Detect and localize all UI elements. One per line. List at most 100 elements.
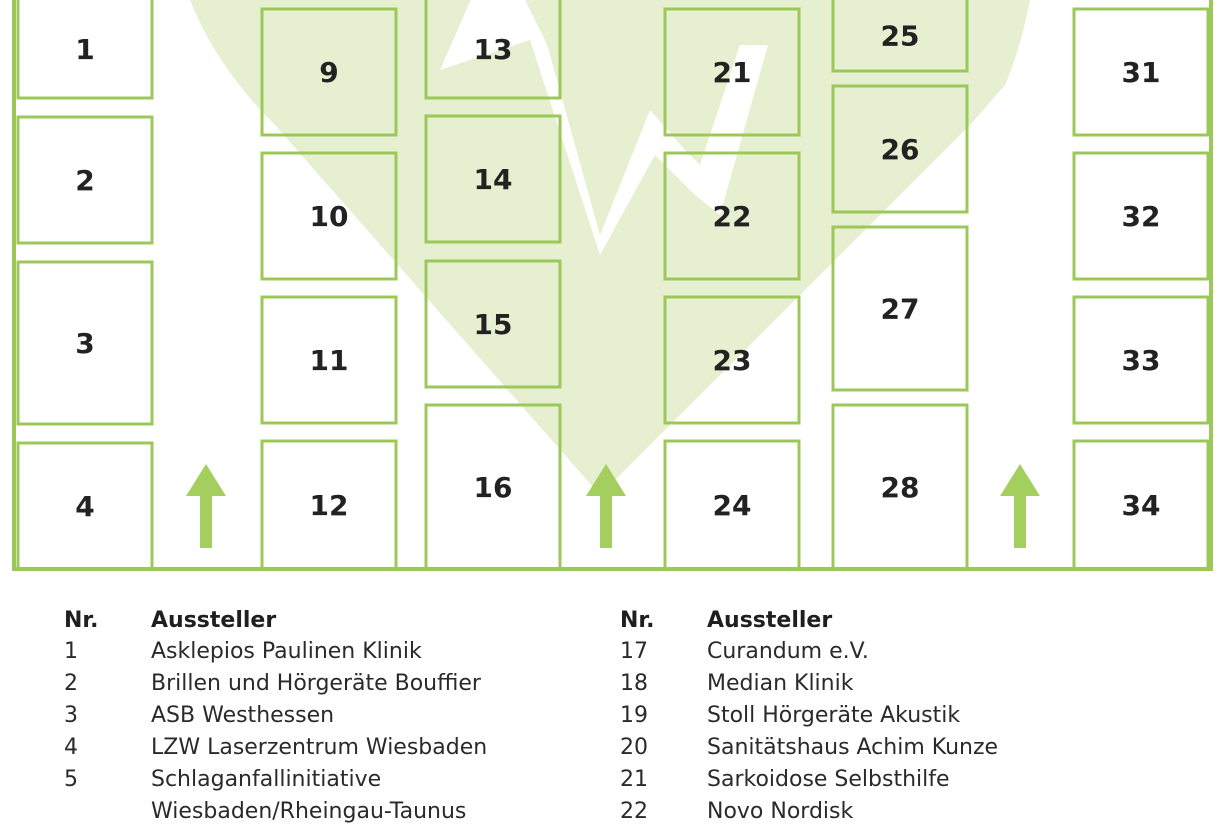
legend-row: 1 Asklepios Paulinen Klinik bbox=[64, 636, 487, 668]
booth-number: 27 bbox=[881, 293, 920, 326]
legend-row: 20 Sanitätshaus Achim Kunze bbox=[620, 732, 998, 764]
exhibitor-number: 21 bbox=[620, 767, 648, 792]
booth-10: 10 bbox=[260, 151, 398, 281]
booth-1: 1 bbox=[16, 0, 154, 100]
exhibitor-name: Sanitätshaus Achim Kunze bbox=[707, 735, 999, 760]
booth-number: 2 bbox=[75, 164, 94, 197]
booth-outline bbox=[424, 0, 562, 100]
booth-26: 26 bbox=[831, 84, 969, 214]
legend-header-exhibitor: Aussteller bbox=[151, 608, 277, 633]
legend-row: 18 Median Klinik bbox=[620, 668, 998, 700]
booth-32: 32 bbox=[1072, 151, 1210, 281]
booth-outline bbox=[16, 441, 154, 571]
booth-outline bbox=[424, 259, 562, 389]
booth-34: 34 bbox=[1072, 439, 1210, 571]
booth-number: 33 bbox=[1122, 344, 1161, 377]
booth-25: 25 bbox=[831, 0, 969, 73]
booth-2: 2 bbox=[16, 115, 154, 245]
exhibitor-name: Stoll Hörgeräte Akustik bbox=[707, 703, 961, 728]
arrow-up-icon bbox=[186, 464, 226, 548]
exhibitor-number: 18 bbox=[620, 671, 648, 696]
booth-number: 16 bbox=[474, 471, 513, 504]
exhibitor-number: 4 bbox=[64, 735, 78, 760]
exhibitor-name: Brillen und Hörgeräte Bouffier bbox=[151, 671, 481, 696]
booth-28: 28 bbox=[831, 403, 969, 571]
exhibitor-name: Asklepios Paulinen Klinik bbox=[151, 639, 422, 664]
booth-number: 25 bbox=[881, 20, 920, 53]
legend-row: 22 Novo Nordisk bbox=[620, 796, 998, 828]
booth-21: 21 bbox=[663, 7, 801, 137]
exhibitor-name: Novo Nordisk bbox=[707, 799, 854, 824]
booth-outline bbox=[831, 84, 969, 214]
exhibitor-name: ASB Westhessen bbox=[151, 703, 335, 728]
booth-outline bbox=[16, 260, 154, 426]
booth-4: 4 bbox=[16, 441, 154, 571]
legend-row: 21 Sarkoidose Selbsthilfe bbox=[620, 764, 998, 796]
booth-outline bbox=[260, 439, 398, 571]
booth-outline bbox=[260, 295, 398, 425]
legend-left: Nr. Aussteller 1 Asklepios Paulinen Klin… bbox=[64, 606, 487, 828]
booth-outline bbox=[831, 225, 969, 392]
booth-number: 15 bbox=[474, 308, 513, 341]
booth-outline bbox=[663, 151, 801, 281]
floor-plan: 1234910111213141516212223242526272831323… bbox=[12, 0, 1213, 571]
exhibitor-name: Sarkoidose Selbsthilfe bbox=[707, 767, 950, 792]
booth-number: 21 bbox=[713, 56, 752, 89]
exhibitor-name: LZW Laserzentrum Wiesbaden bbox=[151, 735, 488, 760]
booth-outline bbox=[663, 295, 801, 425]
exhibitor-name: Wiesbaden/Rheingau-Taunus bbox=[151, 799, 467, 824]
legend-row: 3 ASB Westhessen bbox=[64, 700, 487, 732]
legend-header-nr: Nr. bbox=[620, 608, 655, 633]
booth-outline bbox=[424, 403, 562, 571]
booth-outline bbox=[663, 7, 801, 137]
booth-number: 4 bbox=[75, 490, 94, 523]
legend-row: 19 Stoll Hörgeräte Akustik bbox=[620, 700, 998, 732]
exhibitor-name: Median Klinik bbox=[707, 671, 854, 696]
booth-number: 10 bbox=[310, 200, 349, 233]
booth-number: 13 bbox=[474, 33, 513, 66]
booth-number: 12 bbox=[310, 489, 349, 522]
booth-outline bbox=[663, 439, 801, 571]
booth-number: 23 bbox=[713, 344, 752, 377]
booth-number: 14 bbox=[474, 163, 513, 196]
arrow-up-icon bbox=[1000, 464, 1040, 548]
booth-number: 32 bbox=[1122, 200, 1161, 233]
booth-outline bbox=[1072, 151, 1210, 281]
legend-header-nr: Nr. bbox=[64, 608, 99, 633]
exhibitor-number: 19 bbox=[620, 703, 648, 728]
booth-outline bbox=[260, 151, 398, 281]
booth-number: 31 bbox=[1122, 56, 1161, 89]
booth-outline bbox=[16, 0, 154, 100]
legend-header-exhibitor: Aussteller bbox=[707, 608, 833, 633]
exhibitor-number: 20 bbox=[620, 735, 648, 760]
exhibitor-number: 2 bbox=[64, 671, 78, 696]
ecg-line-icon bbox=[440, 0, 768, 255]
booth-33: 33 bbox=[1072, 295, 1210, 425]
legend-row: Wiesbaden/Rheingau-Taunus bbox=[64, 796, 487, 828]
booth-outline bbox=[424, 114, 562, 244]
heart-logo-watermark bbox=[190, 0, 1030, 495]
booth-3: 3 bbox=[16, 260, 154, 426]
booth-number: 22 bbox=[713, 200, 752, 233]
booth-number: 11 bbox=[310, 344, 349, 377]
booth-9: 9 bbox=[260, 7, 398, 137]
exhibitor-number: 17 bbox=[620, 639, 648, 664]
booth-number: 3 bbox=[75, 327, 94, 360]
booth-number: 1 bbox=[75, 33, 94, 66]
exhibitor-number: 22 bbox=[620, 799, 648, 824]
booth-number: 9 bbox=[319, 56, 338, 89]
booth-number: 34 bbox=[1122, 489, 1161, 522]
booth-23: 23 bbox=[663, 295, 801, 425]
exhibitor-number: 1 bbox=[64, 639, 78, 664]
legend-row: 2 Brillen und Hörgeräte Bouffier bbox=[64, 668, 487, 700]
booth-outline bbox=[831, 403, 969, 571]
heart-shape bbox=[190, 0, 1030, 495]
booth-24: 24 bbox=[663, 439, 801, 571]
booth-15: 15 bbox=[424, 259, 562, 389]
booth-number: 28 bbox=[881, 471, 920, 504]
legend-row: 17 Curandum e.V. bbox=[620, 636, 998, 668]
booth-number: 26 bbox=[881, 133, 920, 166]
exhibitor-number bbox=[64, 796, 151, 828]
exhibitor-name: Curandum e.V. bbox=[707, 639, 869, 664]
booth-11: 11 bbox=[260, 295, 398, 425]
